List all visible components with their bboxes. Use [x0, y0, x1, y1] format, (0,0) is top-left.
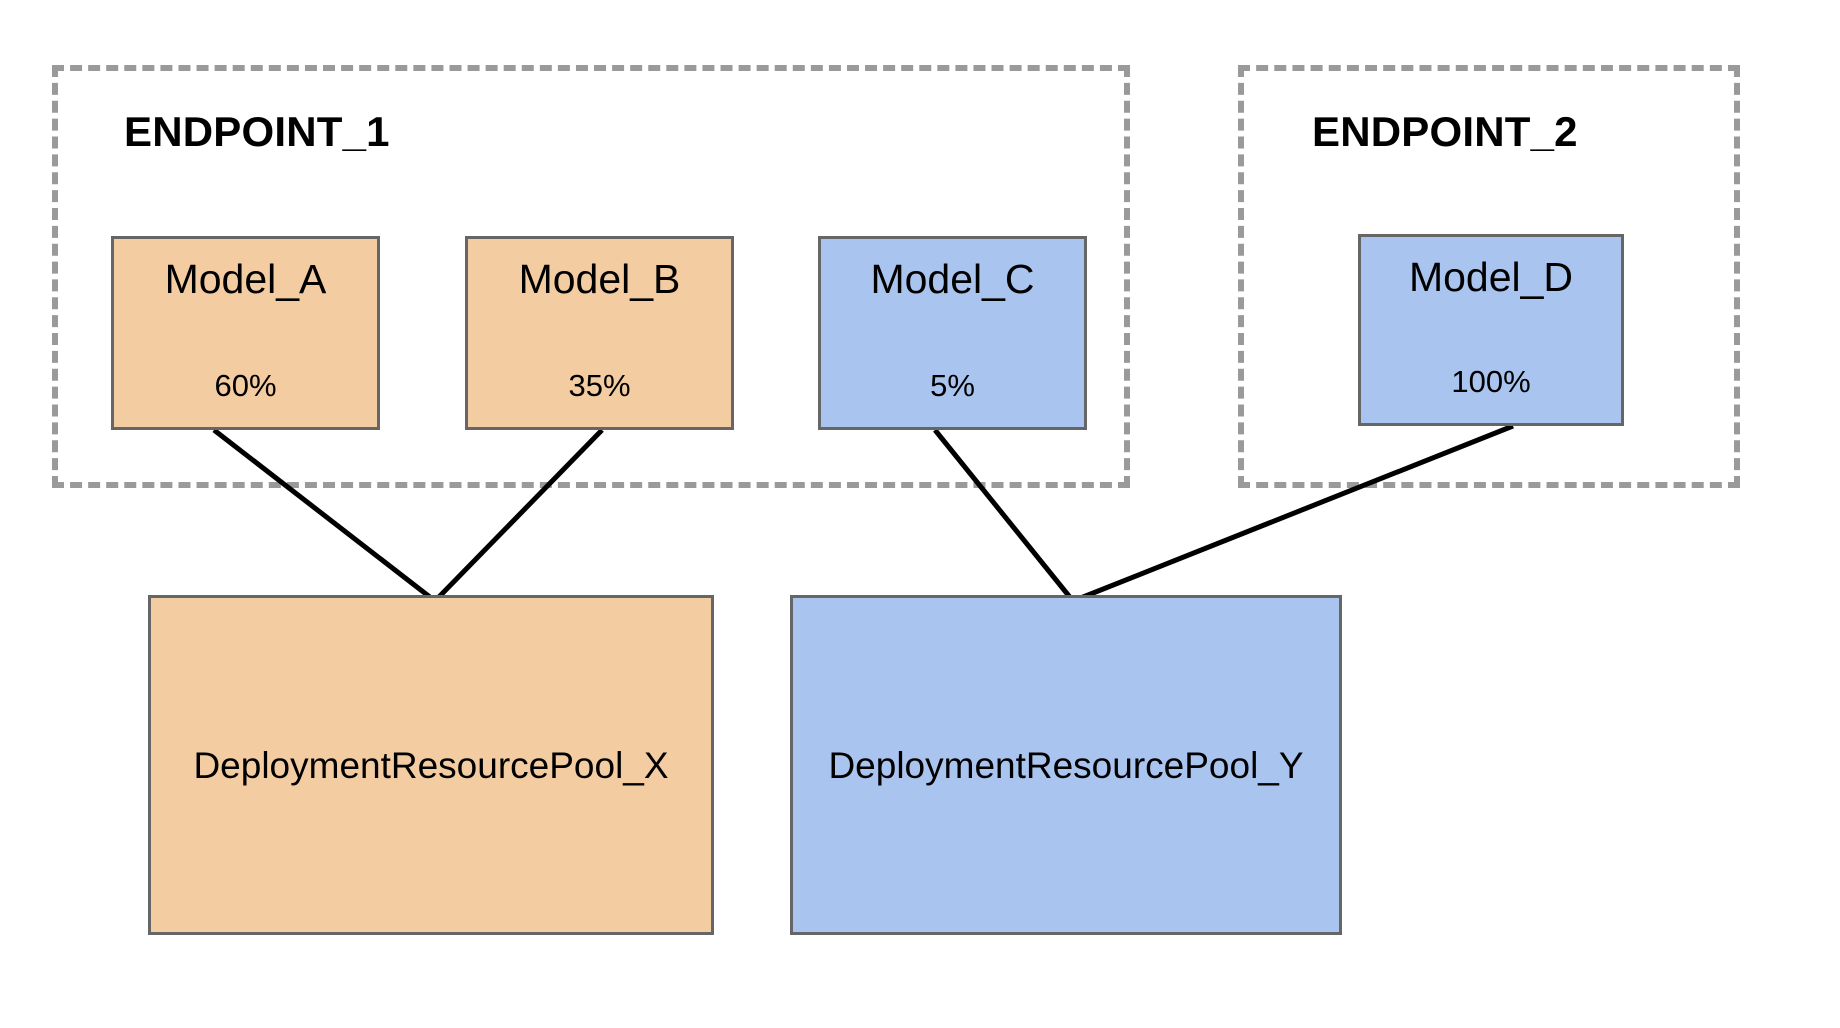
endpoint-label-endpoint_2: ENDPOINT_2 [1312, 108, 1578, 155]
model-name-label: Model_B [518, 256, 681, 302]
resource-pool-label: DeploymentResourcePool_X [193, 744, 669, 786]
model-name-label: Model_A [164, 256, 327, 302]
model-node-model_a[interactable]: Model_A 60% [111, 236, 380, 430]
resource-pool-label: DeploymentResourcePool_Y [828, 744, 1304, 786]
model-traffic-split-label: 5% [930, 368, 975, 403]
endpoint-label-endpoint_1: ENDPOINT_1 [124, 108, 390, 155]
resource-pool-pool_y[interactable]: DeploymentResourcePool_Y [790, 595, 1342, 935]
model-name-label: Model_C [870, 256, 1035, 302]
model-traffic-split-label: 60% [214, 368, 277, 403]
model-traffic-split-label: 35% [568, 368, 631, 403]
model-name-label: Model_D [1408, 254, 1574, 300]
resource-pool-pool_x[interactable]: DeploymentResourcePool_X [148, 595, 714, 935]
model-node-model_d[interactable]: Model_D 100% [1358, 234, 1624, 426]
model-traffic-split-label: 100% [1451, 364, 1531, 399]
model-node-model_c[interactable]: Model_C 5% [818, 236, 1087, 430]
model-node-model_b[interactable]: Model_B 35% [465, 236, 734, 430]
